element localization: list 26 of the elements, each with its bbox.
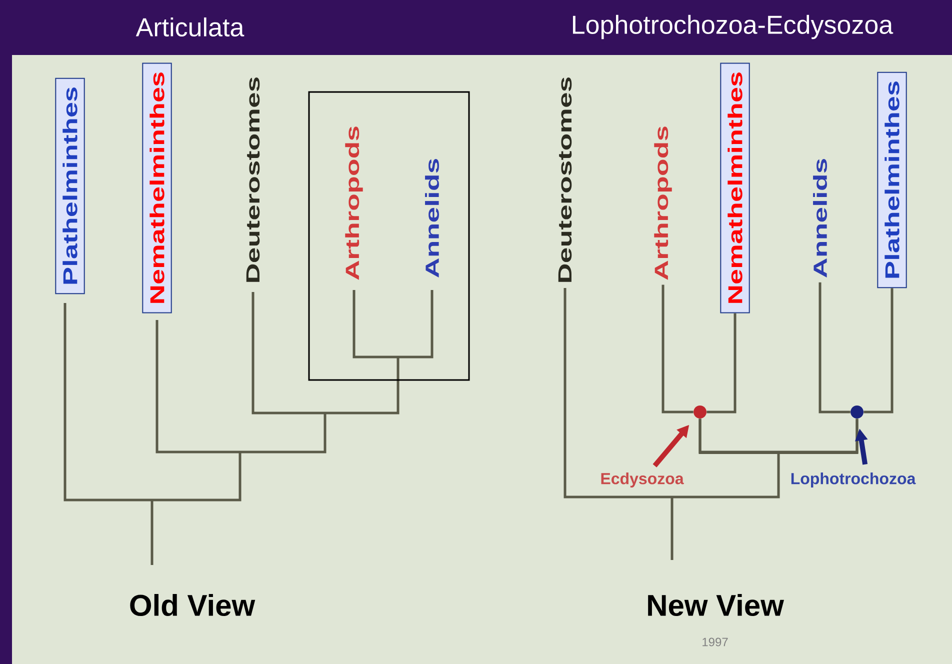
view-title: New View bbox=[648, 594, 784, 616]
grouping-frame bbox=[308, 91, 470, 381]
taxon-label: Arthropods bbox=[654, 126, 672, 280]
panel-heading: Lophotrochozoa-Ecdysozoa bbox=[572, 14, 894, 40]
taxon-box: Nemathelminthes bbox=[720, 62, 750, 314]
branch-line bbox=[662, 284, 694, 414]
branch-line bbox=[706, 313, 736, 414]
branch-line bbox=[864, 288, 894, 414]
clade-dot bbox=[850, 406, 864, 418]
branch-line bbox=[818, 282, 850, 414]
panel-heading: Articulata bbox=[136, 17, 244, 37]
taxon-box: Plathelminthes bbox=[877, 72, 907, 288]
clade-dot bbox=[694, 406, 706, 418]
clade-label: Lophotrochozoa bbox=[788, 470, 918, 490]
view-title: Old View bbox=[130, 594, 256, 616]
branch-line bbox=[564, 286, 858, 562]
taxon-label: Annelids bbox=[425, 159, 439, 278]
clade-label: Ecdysozoa bbox=[598, 470, 686, 490]
taxon-box: Nemathelminthes bbox=[142, 62, 172, 314]
branch-line bbox=[698, 418, 858, 454]
taxon-label: Arthropods bbox=[345, 126, 363, 280]
taxon-box: Plathelminthes bbox=[55, 78, 85, 294]
taxon-label: Annelids bbox=[813, 159, 827, 278]
taxon-label: Deuterostomes bbox=[246, 77, 260, 282]
taxon-label: Deuterostomes bbox=[558, 77, 572, 282]
citation-text: 1997 bbox=[702, 638, 728, 646]
